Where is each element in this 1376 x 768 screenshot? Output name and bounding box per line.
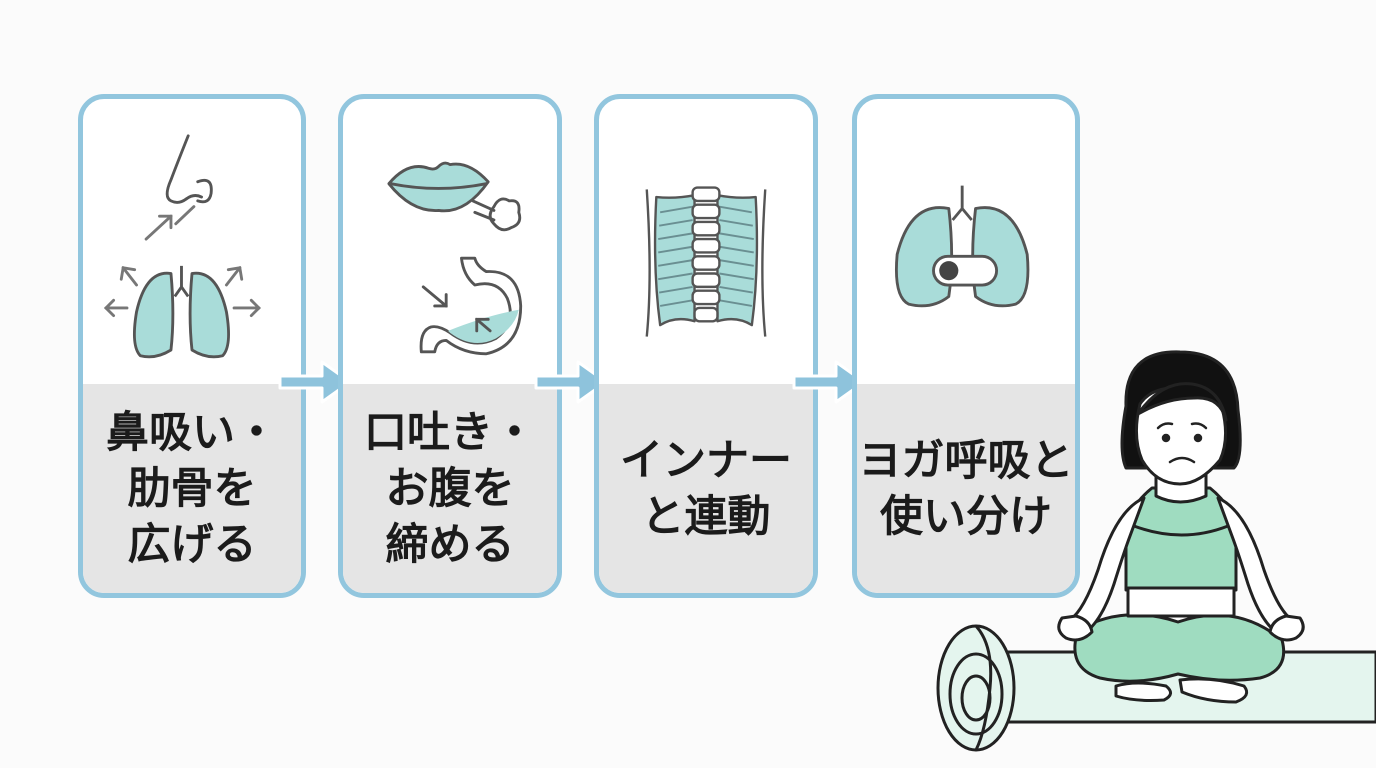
- step-2-label-area: 口吐き・ お腹を 締める: [343, 384, 557, 593]
- step-card-4: ヨガ呼吸と 使い分け: [852, 94, 1080, 598]
- step-4-illustration: [895, 185, 1030, 308]
- flow-arrow-icon-1: [278, 360, 352, 404]
- step-card-1: 鼻吸い・ 肋骨を 広げる: [78, 94, 306, 598]
- head: [1120, 350, 1242, 504]
- toggle-switch-icon: [932, 254, 999, 287]
- step-card-2: 口吐き・ お腹を 締める: [338, 94, 562, 598]
- spine-icon: [691, 186, 721, 323]
- step-2-label: 口吐き・ お腹を 締める: [364, 407, 536, 570]
- step-4-label: ヨガ呼吸と 使い分け: [858, 435, 1074, 542]
- arms: [1057, 496, 1305, 642]
- lungs-icon: [895, 185, 1030, 308]
- legs: [1073, 613, 1286, 704]
- lungs-icon: [132, 265, 231, 359]
- person-meditating-icon: [936, 350, 1376, 752]
- nose-icon: [165, 134, 213, 204]
- step-card-3: インナー と連動: [594, 94, 818, 598]
- core-muscles-icon: [645, 189, 767, 337]
- step-3-illustration: [645, 186, 767, 337]
- squeeze-arrows-icon: [421, 285, 492, 333]
- step-3-label: インナー と連動: [620, 435, 792, 542]
- step-4-label-area: ヨガ呼吸と 使い分け: [857, 384, 1075, 593]
- torso: [1124, 486, 1238, 618]
- step-1-label-area: 鼻吸い・ 肋骨を 広げる: [83, 384, 301, 593]
- step-1-label: 鼻吸い・ 肋骨を 広げる: [106, 407, 278, 570]
- lips-icon: [387, 161, 490, 213]
- inhale-arrow-icon: [144, 205, 196, 241]
- step-1-illustration: [103, 134, 261, 359]
- expand-arrows-icon: [103, 266, 261, 318]
- flow-arrow-icon-3: [792, 360, 866, 404]
- worried-face: [1156, 422, 1208, 464]
- step-2-illustration: [387, 161, 523, 356]
- breath-puff-icon: [471, 197, 522, 232]
- step-3-label-area: インナー と連動: [599, 384, 813, 593]
- flow-arrow-icon-2: [534, 360, 608, 404]
